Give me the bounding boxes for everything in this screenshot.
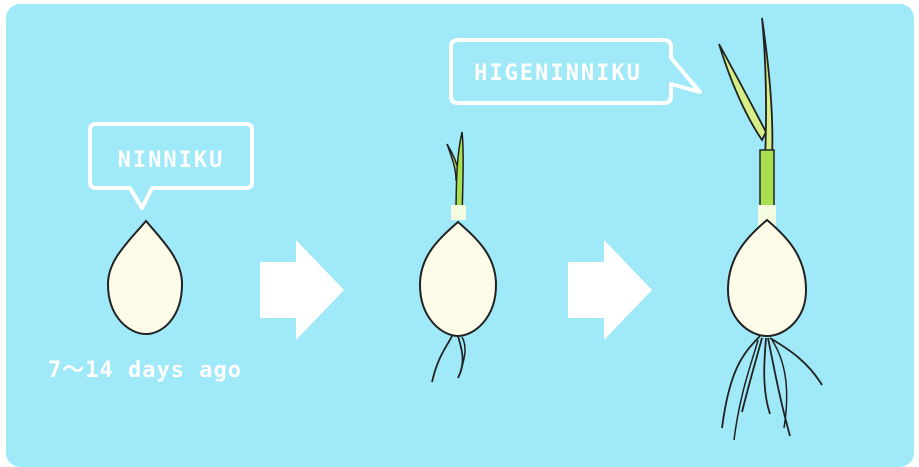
- time-caption: 7～14 days ago: [48, 352, 242, 384]
- speech-bubble-ninniku: NINNIKU: [90, 124, 252, 208]
- arrow-right-1: [260, 240, 344, 340]
- garlic-grown-stage-3: [719, 18, 822, 440]
- bubble-label-higeninniku: HIGENINNIKU: [474, 61, 642, 86]
- bubble-label-ninniku: NINNIKU: [118, 148, 225, 173]
- garlic-sprouting-stage-2: [420, 132, 496, 382]
- arrow-right-2: [568, 240, 652, 340]
- speech-bubble-higeninniku: HIGENINNIKU: [451, 40, 700, 103]
- garlic-bulb-stage-1: [108, 221, 182, 334]
